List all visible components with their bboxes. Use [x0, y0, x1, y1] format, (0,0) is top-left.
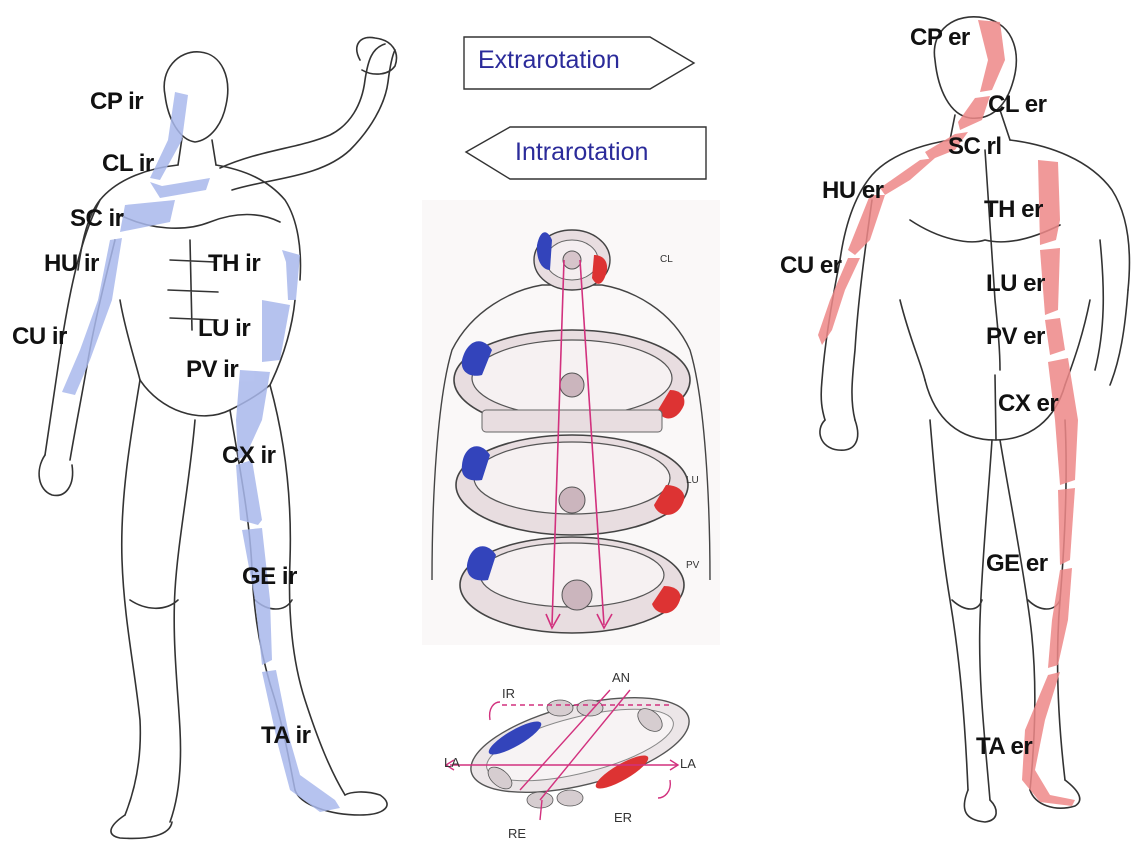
label-pv-er: PV er	[986, 323, 1045, 351]
right-figure	[760, 0, 1139, 845]
section-lu	[456, 435, 688, 535]
label-cx-er: CX er	[998, 390, 1058, 418]
label-sc-ir: SC ir	[70, 205, 124, 233]
rotation-ellipse-diagram: IR AN LA LA RE ER	[440, 660, 720, 840]
label-cx-ir: CX ir	[222, 442, 276, 470]
section-cl	[534, 230, 610, 290]
section-tag-lu: LU	[686, 475, 699, 486]
label-th-ir: TH ir	[208, 250, 260, 278]
left-figure	[0, 0, 420, 845]
ellipse-label-la-left: LA	[444, 755, 460, 770]
ellipse-label-re: RE	[508, 826, 526, 840]
label-ge-ir: GE ir	[242, 563, 297, 591]
label-cu-er: CU er	[780, 252, 842, 280]
cross-section-diagram: CL LU PV	[422, 200, 720, 645]
label-ta-er: TA er	[976, 733, 1032, 761]
ellipse-label-ir: IR	[502, 686, 515, 701]
label-cl-er: CL er	[988, 91, 1046, 119]
label-pv-ir: PV ir	[186, 356, 238, 384]
label-ge-er: GE er	[986, 550, 1048, 578]
label-lu-er: LU er	[986, 270, 1045, 298]
extrarotation-label: Extrarotation	[478, 46, 620, 75]
label-hu-ir: HU ir	[44, 250, 99, 278]
ellipse-label-er: ER	[614, 810, 632, 825]
section-pv	[460, 537, 684, 633]
section-chest	[454, 330, 690, 432]
label-cl-ir: CL ir	[102, 150, 154, 178]
ellipse-label-an: AN	[612, 670, 630, 685]
intrarotation-label: Intrarotation	[515, 138, 648, 167]
label-cu-ir: CU ir	[12, 323, 67, 351]
label-cp-ir: CP ir	[90, 88, 143, 116]
label-ta-ir: TA ir	[261, 722, 311, 750]
label-lu-ir: LU ir	[198, 315, 250, 343]
section-tag-cl: CL	[660, 254, 673, 265]
label-hu-er: HU er	[822, 177, 884, 205]
label-cp-er: CP er	[910, 24, 970, 52]
label-sc-rl: SC rl	[948, 133, 1002, 161]
ellipse-label-la-right: LA	[680, 756, 696, 771]
label-th-er: TH er	[984, 196, 1043, 224]
section-tag-pv: PV	[686, 560, 700, 571]
